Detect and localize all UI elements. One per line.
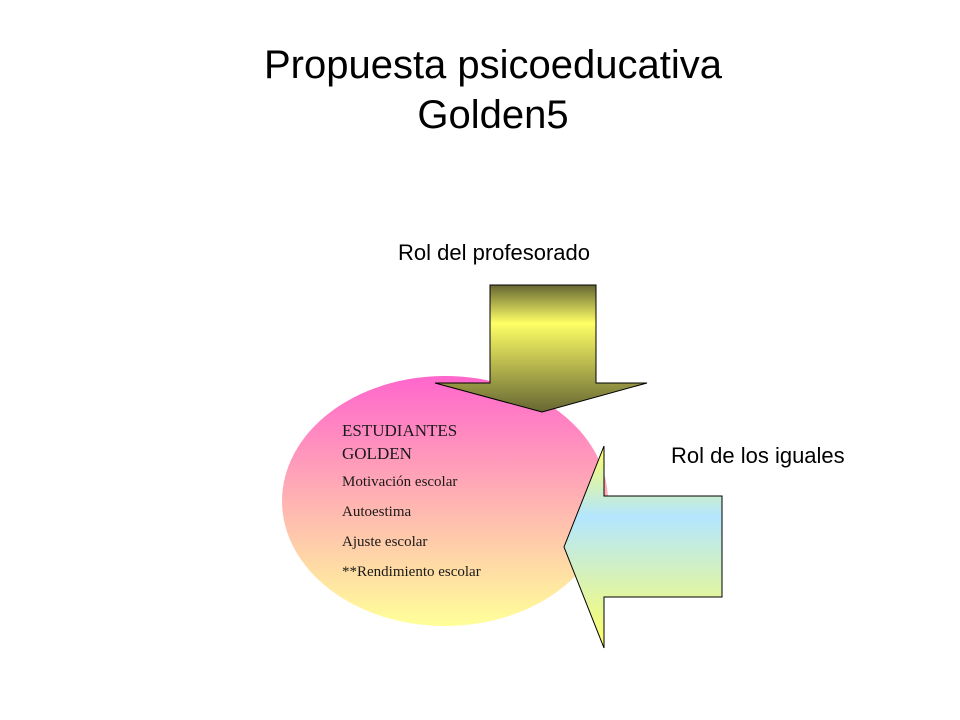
- students-heading: ESTUDIANTES GOLDEN: [342, 419, 481, 465]
- title-line-2: Golden5: [417, 93, 569, 137]
- students-ellipse: [282, 376, 608, 626]
- students-panel: ESTUDIANTES GOLDEN Motivación escolar Au…: [342, 419, 481, 593]
- peer-role-arrow: [563, 445, 723, 649]
- peer-role-label: Rol de los iguales: [671, 443, 845, 468]
- page-title: Propuesta psicoeducativa Golden5: [0, 40, 960, 140]
- item-autoestima: Autoestima: [342, 504, 412, 520]
- teacher-role-arrow: [434, 284, 648, 413]
- item-ajuste: Ajuste escolar: [342, 534, 428, 550]
- students-heading-line-2: GOLDEN: [342, 444, 412, 463]
- item-rendimiento: **Rendimiento escolar: [342, 564, 481, 580]
- students-heading-line-1: ESTUDIANTES: [342, 421, 458, 440]
- title-line-1: Propuesta psicoeducativa: [263, 43, 723, 87]
- item-motivacion: Motivación escolar: [342, 474, 458, 490]
- teacher-role-label: Rol del profesorado: [398, 240, 591, 265]
